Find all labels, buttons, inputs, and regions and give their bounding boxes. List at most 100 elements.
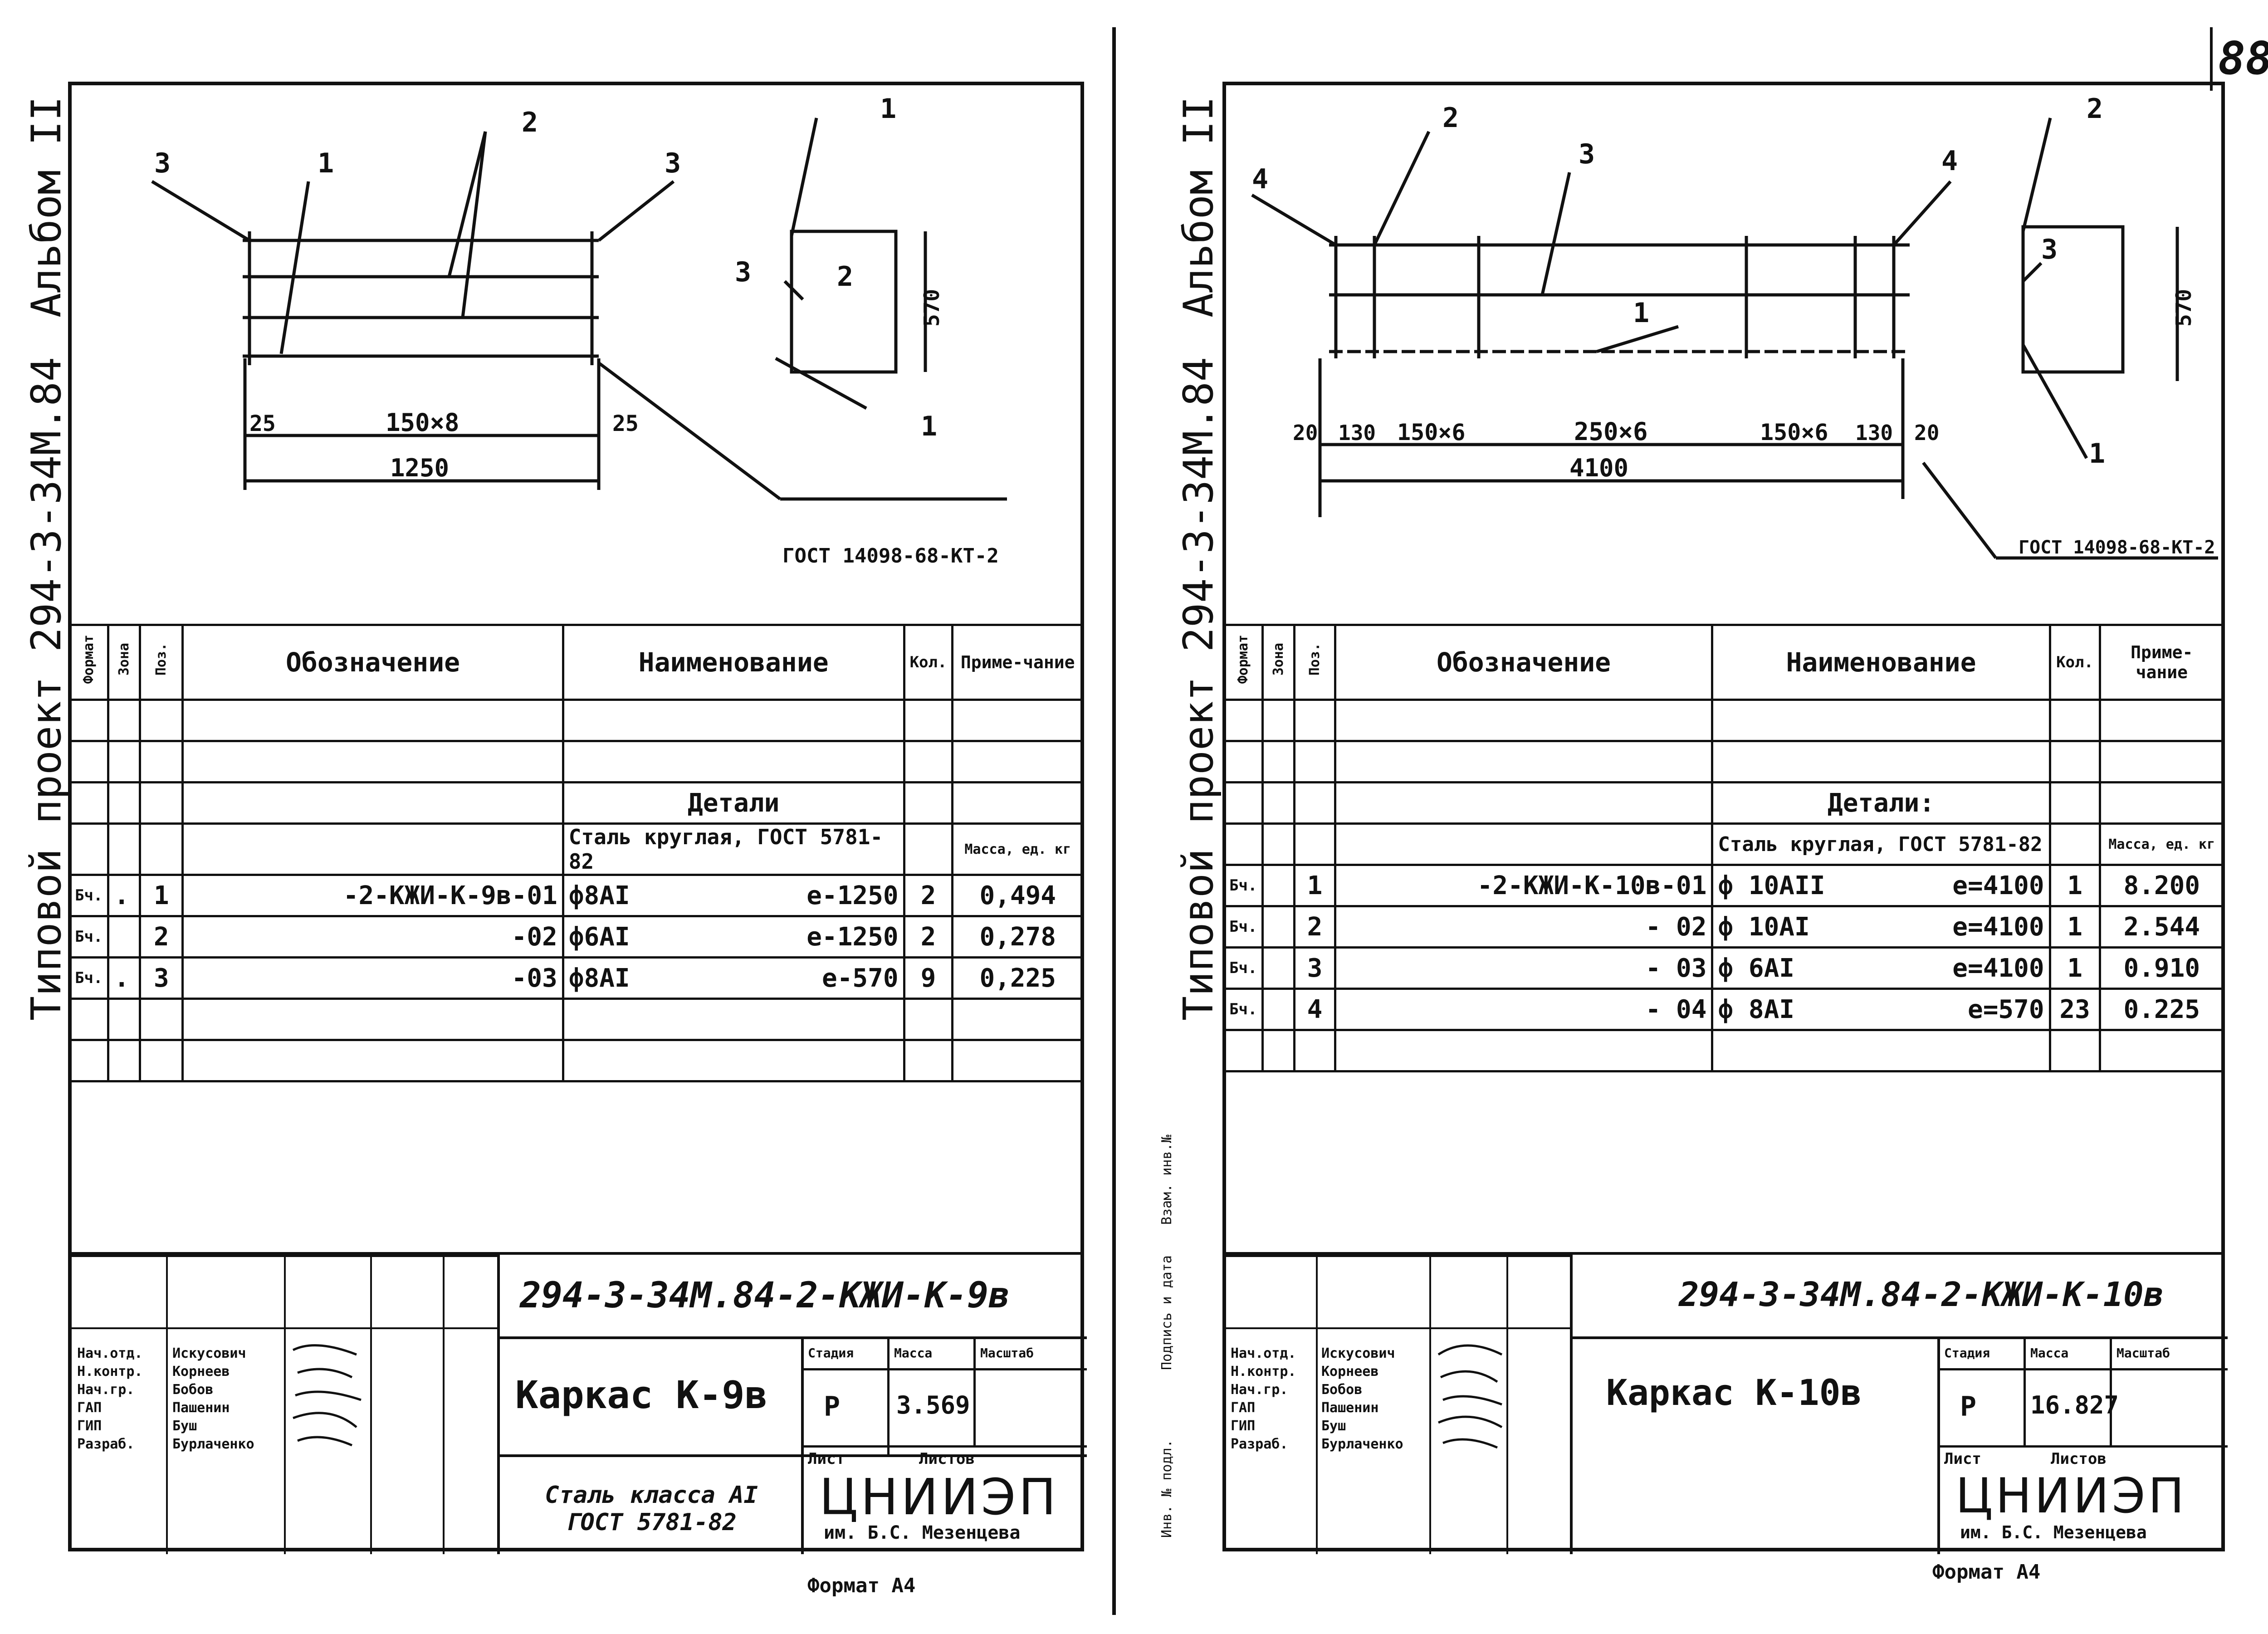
left-doc-title: Каркас К-9в	[515, 1373, 768, 1417]
left-sec-dim-570: 570	[919, 289, 944, 327]
left-section-row: Детали	[68, 781, 1084, 825]
right-callout-4b: 4	[1941, 145, 1958, 177]
right-cage-drawing: 4 2 3 4 1 20 130 150×6 250×6 150×6 130 2…	[1251, 93, 2218, 560]
left-dim-25a: 25	[249, 411, 276, 436]
right-spec-table: Формат Зона Поз. Обозначение Наименовани…	[1222, 624, 2225, 1072]
left-name-1: Корнеев	[172, 1364, 230, 1380]
left-stage: Р	[824, 1391, 841, 1423]
right-subtitle: Сталь круглая, ГОСТ 5781-82	[1711, 822, 2051, 866]
page-number-divider	[2210, 27, 2213, 91]
left-subtitle-row: Сталь круглая, ГОСТ 5781-82 Масса, ед. к…	[68, 822, 1084, 876]
hdr-designation: Обозначение	[1334, 624, 1714, 701]
left-gost: ГОСТ 14098-68-КТ-2	[782, 544, 999, 567]
right-scale-label: Масштаб	[2116, 1345, 2170, 1360]
right-dim-130b: 130	[1855, 421, 1893, 445]
left-dim-150x8: 150×8	[386, 408, 459, 437]
left-title-block: 294-3-34М.84-2-КЖИ-К-9в Каркас К-9в Стад…	[68, 1252, 1087, 1554]
right-dim-20a: 20	[1293, 421, 1318, 445]
right-mass: 16.827	[2030, 1391, 2119, 1419]
right-dim-130a: 130	[1338, 421, 1376, 445]
left-mass: 3.569	[896, 1391, 970, 1419]
left-album-label: Альбом II	[23, 96, 70, 318]
left-name-0: Искусович	[172, 1345, 246, 1361]
left-role-5: Разраб.	[77, 1436, 135, 1452]
hdr-pos: Поз.	[1293, 624, 1336, 701]
left-callout-3a: 3	[154, 147, 171, 179]
hdr-designation: Обозначение	[181, 624, 564, 701]
left-stage-label: Стадия	[808, 1345, 854, 1360]
left-role-3: ГАП	[77, 1400, 102, 1416]
right-doc-title: Каркас К-10в	[1606, 1373, 1862, 1414]
right-side-label-1: Подпись и дата	[1159, 1255, 1175, 1370]
left-subtitle: Сталь круглая, ГОСТ 5781-82	[562, 822, 905, 876]
right-callout-4a: 4	[1252, 163, 1268, 195]
left-org: ЦНИИЭП	[819, 1468, 1059, 1526]
left-name-5: Бурлаченко	[172, 1436, 254, 1452]
hdr-pos: Поз.	[139, 624, 184, 701]
right-name-5: Бурлаченко	[1321, 1436, 1403, 1452]
right-name-4: Буш	[1321, 1418, 1346, 1434]
right-callout-1: 1	[1633, 297, 1649, 329]
left-mass-header: Масса, ед. кг	[951, 822, 1084, 876]
hdr-zone: Зона	[107, 624, 142, 701]
left-dim-1250: 1250	[390, 454, 449, 482]
right-side-label-0: Взам. инв.№	[1159, 1135, 1175, 1225]
left-org-sub: им. Б.С. Мезенцева	[824, 1522, 1021, 1543]
left-header-row: Формат Зона Поз. Обозначение Наименовани…	[68, 624, 1084, 701]
right-section-title: Детали:	[1711, 781, 2051, 825]
left-mass-label: Масса	[894, 1345, 933, 1360]
right-doc-code: 294-3-34М.84-2-КЖИ-К-10в	[1679, 1275, 2164, 1314]
left-project-label: Типовой проект 294-3-34М.84	[23, 357, 70, 1021]
left-name-2: Бобов	[172, 1382, 214, 1398]
left-role-2: Нач.гр.	[77, 1382, 135, 1398]
right-org: ЦНИИЭП	[1955, 1468, 2187, 1524]
fold-line	[1112, 27, 1116, 1615]
left-callout-2: 2	[522, 107, 538, 138]
left-sec-callout-3: 3	[735, 256, 751, 288]
right-role-0: Нач.отд.	[1231, 1345, 1296, 1361]
right-sec-callout-3: 3	[2041, 234, 2058, 265]
left-dim-25b: 25	[612, 411, 639, 436]
right-dim-20b: 20	[1914, 421, 1939, 445]
right-section-row: Детали:	[1222, 781, 2225, 825]
hdr-format: Формат	[1222, 624, 1264, 701]
left-section-title: Детали	[562, 781, 905, 825]
right-sec-callout-1: 1	[2089, 438, 2105, 470]
left-sheets-label: Листов	[919, 1450, 975, 1468]
right-callout-2: 2	[1442, 102, 1459, 134]
left-sec-callout-2: 2	[837, 261, 853, 293]
hdr-zone: Зона	[1261, 624, 1296, 701]
right-org-sub: им. Б.С. Мезенцева	[1960, 1522, 2147, 1542]
left-name-3: Пашенин	[172, 1400, 230, 1416]
right-stage: Р	[1960, 1391, 1977, 1423]
right-callout-3: 3	[1579, 138, 1595, 170]
right-dim-4100: 4100	[1569, 454, 1628, 482]
right-name-1: Корнеев	[1321, 1364, 1379, 1380]
left-signatures	[292, 1344, 362, 1447]
right-name-2: Бобов	[1321, 1382, 1363, 1398]
hdr-qty: Кол.	[2048, 624, 2101, 701]
right-mass-label: Масса	[2030, 1345, 2069, 1360]
left-callout-1: 1	[318, 147, 334, 179]
hdr-name: Наименование	[1711, 624, 2051, 701]
right-role-2: Нач.гр.	[1231, 1382, 1288, 1398]
right-sheets-label: Листов	[2051, 1450, 2107, 1468]
right-title-block: 294-3-34М.84-2-КЖИ-К-10в Каркас К-10в Ст…	[1222, 1252, 2228, 1554]
left-role-1: Н.контр.	[77, 1364, 143, 1380]
right-dim-150x6a: 150×6	[1397, 419, 1466, 445]
right-sec-callout-2: 2	[2087, 93, 2103, 125]
right-album-label: Альбом II	[1175, 96, 1222, 318]
right-subtitle-row: Сталь круглая, ГОСТ 5781-82 Масса, ед. к…	[1222, 822, 2225, 866]
hdr-format: Формат	[68, 624, 110, 701]
left-cage-drawing: 3 1 2 3 25 150×8 25 1250 1 3 2 1 570 ГОС…	[151, 93, 1007, 567]
left-name-4: Буш	[172, 1418, 197, 1434]
right-format: Формат А4	[1932, 1561, 2041, 1584]
right-name-0: Искусович	[1321, 1345, 1395, 1361]
page-number: 88	[2218, 32, 2268, 85]
right-stage-label: Стадия	[1944, 1345, 1990, 1360]
left-role-4: ГИП	[77, 1418, 102, 1434]
